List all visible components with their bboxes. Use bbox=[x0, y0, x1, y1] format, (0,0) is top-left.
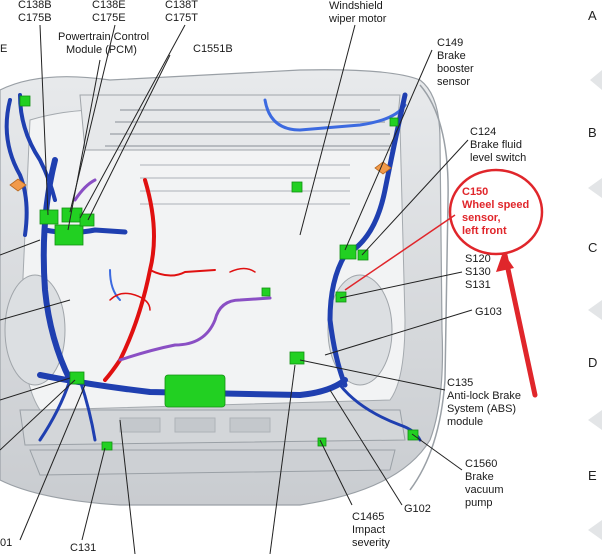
label-c175e: C175E bbox=[92, 12, 126, 24]
label-c131: C131 bbox=[70, 542, 96, 554]
label-c124-1: C124 bbox=[470, 126, 496, 138]
label-s130: S130 bbox=[465, 266, 491, 278]
connector-c1551b bbox=[79, 213, 95, 227]
callout-line-2: Wheel speed bbox=[462, 199, 529, 211]
connector-pcm bbox=[54, 224, 84, 246]
connector-c135 bbox=[289, 351, 305, 365]
connector-c149 bbox=[339, 244, 357, 260]
wires-purple bbox=[73, 178, 272, 362]
label-c149-3: booster bbox=[437, 63, 474, 75]
label-c124-3: level switch bbox=[470, 152, 526, 164]
grid-reference: A B C D E bbox=[588, 8, 602, 540]
connector-right-top bbox=[389, 117, 399, 127]
vehicle-body bbox=[0, 69, 449, 506]
label-c149-1: C149 bbox=[437, 37, 463, 49]
label-pcm-2: Module (PCM) bbox=[66, 44, 137, 56]
connector-c138b bbox=[39, 209, 59, 225]
label-c149-4: sensor bbox=[437, 76, 470, 88]
label-s120: S120 bbox=[465, 253, 491, 265]
leader-lines bbox=[0, 24, 473, 554]
callout-c150 bbox=[344, 168, 544, 398]
connector-mid bbox=[261, 287, 271, 297]
label-c135-4: module bbox=[447, 416, 483, 428]
label-c1551b: C1551B bbox=[193, 43, 233, 55]
label-wiper-2: wiper motor bbox=[328, 13, 387, 25]
label-c1560-4: pump bbox=[465, 497, 493, 509]
connector-c124 bbox=[357, 249, 369, 261]
labels: C138B C175B C138E C175E C138T C175T E Po… bbox=[0, 0, 526, 554]
label-c1465-2: Impact bbox=[352, 524, 385, 536]
connector-c1465 bbox=[317, 437, 327, 447]
label-c138e: C138E bbox=[92, 0, 126, 11]
abs-module-body bbox=[164, 374, 226, 408]
label-c124-2: Brake fluid bbox=[470, 139, 522, 151]
grid-letter-e: E bbox=[588, 468, 597, 483]
connector-c131 bbox=[101, 441, 113, 451]
label-s131: S131 bbox=[465, 279, 491, 291]
label-g102: G102 bbox=[404, 503, 431, 515]
label-c175t: C175T bbox=[165, 12, 198, 24]
callout-text: C150 Wheel speed sensor, left front bbox=[462, 186, 529, 237]
label-c138b: C138B bbox=[18, 0, 52, 11]
label-c1560-3: vacuum bbox=[465, 484, 504, 496]
label-c138t: C138T bbox=[165, 0, 198, 11]
label-e-left: E bbox=[0, 43, 7, 55]
connector-wiper bbox=[291, 181, 303, 193]
label-c1560-2: Brake bbox=[465, 471, 494, 483]
connector-top-left bbox=[19, 95, 31, 107]
grid-letter-c: C bbox=[588, 240, 597, 255]
label-partial-01: 01 bbox=[0, 537, 12, 549]
label-pcm-1: Powertrain Control bbox=[58, 31, 149, 43]
callout-line-1: C150 bbox=[462, 186, 488, 198]
label-c1465-1: C1465 bbox=[352, 511, 384, 523]
label-c149-2: Brake bbox=[437, 50, 466, 62]
grid-letter-b: B bbox=[588, 125, 597, 140]
label-c135-3: System (ABS) bbox=[447, 403, 516, 415]
callout-line-4: left front bbox=[462, 225, 507, 237]
label-wiper-1: Windshield bbox=[329, 0, 383, 12]
label-c175b: C175B bbox=[18, 12, 52, 24]
label-c135-2: Anti-lock Brake bbox=[447, 390, 521, 402]
label-c1560-1: C1560 bbox=[465, 458, 497, 470]
label-g103: G103 bbox=[475, 306, 502, 318]
callout-line-3: sensor, bbox=[462, 212, 501, 224]
label-c1465-3: severity bbox=[352, 537, 390, 549]
wires-red bbox=[103, 178, 256, 382]
grid-letter-d: D bbox=[588, 355, 597, 370]
label-c135-1: C135 bbox=[447, 377, 473, 389]
grid-letter-a: A bbox=[588, 8, 597, 23]
